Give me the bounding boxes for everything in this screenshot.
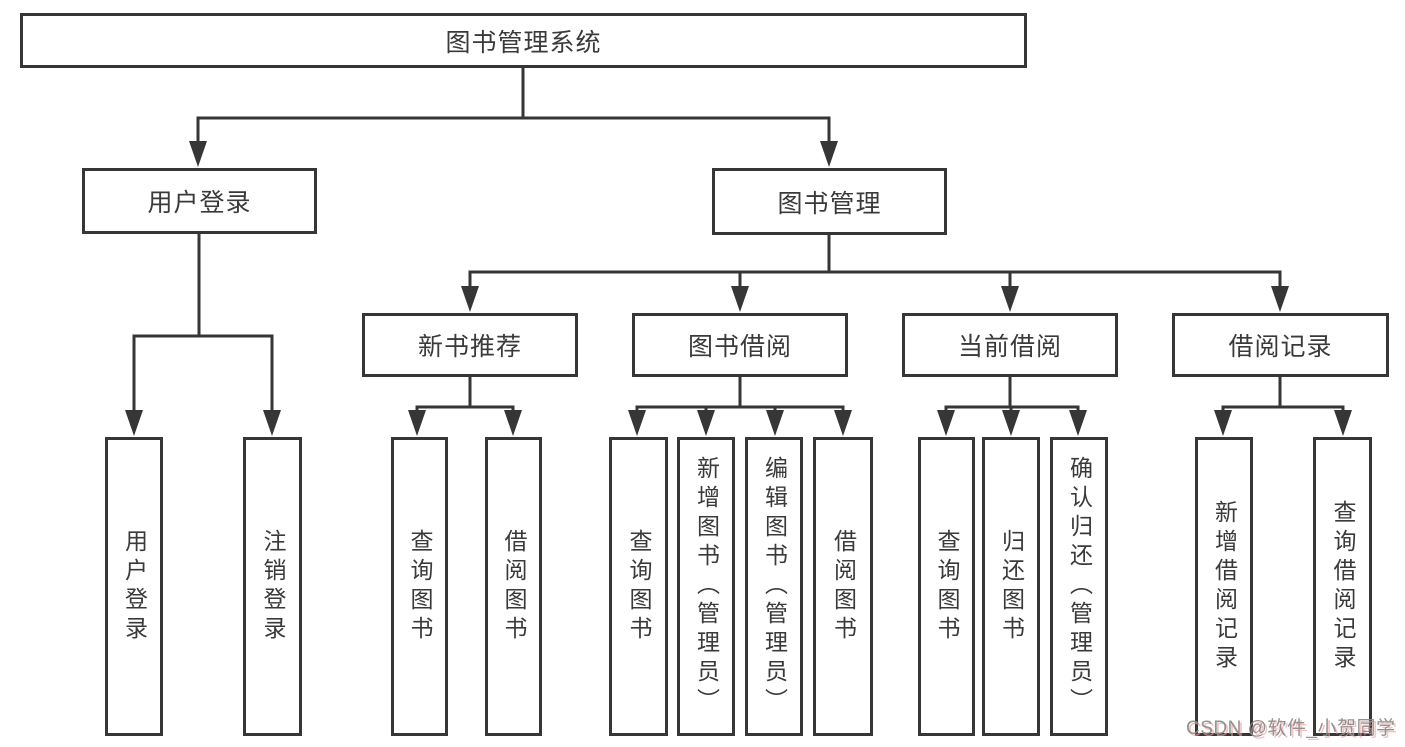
- node-book-borrow: 图书借阅: [632, 313, 848, 377]
- leaf-borrow-book: 借阅图书: [813, 437, 873, 736]
- node-label: 图书借阅: [687, 333, 792, 361]
- watermark-text: CSDN @软件_小贺同学: [1186, 718, 1396, 739]
- node-label: 新书推荐: [417, 333, 522, 361]
- leaf-add-borrow-record: 新增借阅记录: [1195, 437, 1253, 736]
- node-label: 确认归还（管理员）: [1066, 456, 1093, 717]
- node-label: 图书管理: [777, 189, 882, 218]
- node-label: 图书管理系统: [445, 28, 602, 57]
- leaf-user-login: 用户登录: [105, 437, 163, 736]
- leaf-edit-book-admin: 编辑图书（管理员）: [745, 437, 803, 736]
- node-label: 查询图书: [407, 528, 433, 645]
- leaf-query-borrow-record: 查询借阅记录: [1313, 437, 1372, 736]
- node-book-management: 图书管理: [712, 168, 947, 235]
- node-new-book-recommend: 新书推荐: [362, 313, 578, 377]
- node-user-login: 用户登录: [82, 168, 317, 234]
- node-label: 新增借阅记录: [1211, 499, 1238, 674]
- node-label: 借阅图书: [830, 528, 857, 645]
- leaf-query-book: 查询图书: [609, 437, 668, 736]
- connector-current-borrow-children: [937, 377, 1087, 436]
- node-label: 编辑图书（管理员）: [761, 456, 788, 717]
- leaf-logout: 注销登录: [243, 437, 302, 736]
- node-label: 归还图书: [998, 528, 1025, 645]
- leaf-confirm-return-admin: 确认归还（管理员）: [1050, 437, 1108, 736]
- node-label: 用户登录: [147, 189, 252, 217]
- node-borrow-record: 借阅记录: [1172, 313, 1389, 377]
- node-root: 图书管理系统: [20, 13, 1027, 68]
- node-label: 借阅记录: [1228, 333, 1333, 361]
- node-current-borrow: 当前借阅: [902, 313, 1118, 377]
- node-label: 借阅图书: [501, 528, 527, 645]
- connector-user-login-children: [125, 233, 281, 436]
- connector-root-to-level2: [189, 68, 838, 167]
- connector-new-book-children: [408, 377, 522, 436]
- node-label: 查询图书: [934, 528, 960, 645]
- leaf-borrow-book: 借阅图书: [485, 437, 542, 736]
- connector-borrow-record-children: [1214, 377, 1352, 436]
- node-label: 用户登录: [121, 528, 148, 645]
- leaf-return-book: 归还图书: [982, 437, 1040, 736]
- node-label: 注销登录: [260, 528, 286, 645]
- node-label: 查询借阅记录: [1330, 499, 1356, 674]
- connector-book-management-children: [461, 234, 1289, 312]
- leaf-add-book-admin: 新增图书（管理员）: [677, 437, 735, 736]
- node-label: 新增图书（管理员）: [693, 456, 720, 717]
- node-label: 当前借阅: [957, 333, 1062, 361]
- leaf-query-book: 查询图书: [918, 437, 975, 736]
- connector-book-borrow-children: [628, 377, 852, 436]
- leaf-query-book: 查询图书: [391, 437, 448, 736]
- node-label: 查询图书: [626, 528, 652, 645]
